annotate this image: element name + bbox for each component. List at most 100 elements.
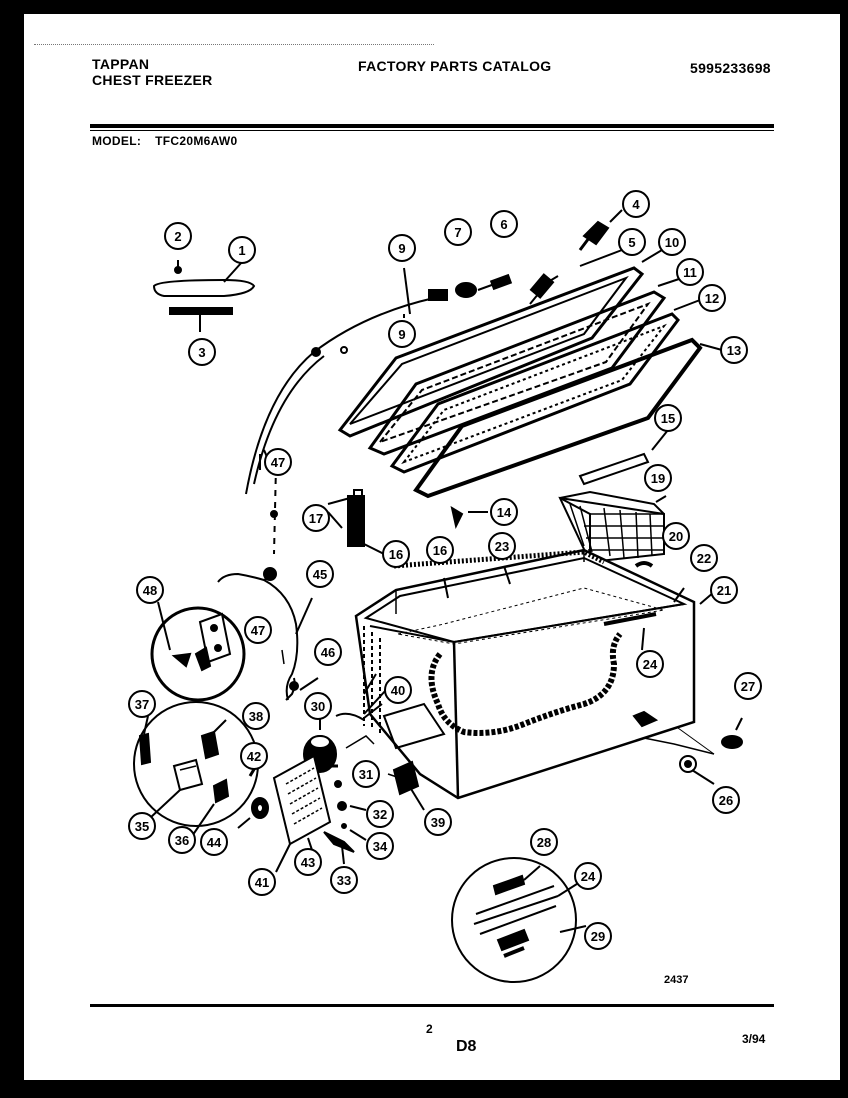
svg-text:10: 10 — [665, 235, 679, 250]
svg-text:30: 30 — [311, 699, 325, 714]
callout-27: 27 — [734, 672, 762, 700]
svg-text:39: 39 — [431, 815, 445, 830]
svg-text:22: 22 — [697, 551, 711, 566]
svg-text:36: 36 — [175, 833, 189, 848]
svg-text:24: 24 — [643, 657, 658, 672]
svg-text:32: 32 — [373, 807, 387, 822]
brand-block: TAPPAN CHEST FREEZER — [92, 56, 213, 88]
svg-text:47: 47 — [251, 623, 265, 638]
svg-text:2: 2 — [174, 229, 181, 244]
callout-2: 2 — [164, 222, 192, 250]
model-number: TFC20M6AW0 — [155, 134, 238, 148]
lid-panels — [337, 243, 723, 499]
callout-14: 14 — [490, 498, 518, 526]
svg-text:44: 44 — [207, 835, 222, 850]
thermostat-wiring — [217, 449, 319, 701]
callout-32: 32 — [366, 800, 394, 828]
svg-text:23: 23 — [495, 539, 509, 554]
lid-handle-part — [152, 260, 256, 332]
callout-5: 5 — [618, 228, 646, 256]
callout-47-top: 47 — [264, 448, 292, 476]
svg-text:3: 3 — [198, 345, 205, 360]
callout-26: 26 — [712, 786, 740, 814]
callout-48: 48 — [136, 576, 164, 604]
gasket-detail-inset — [451, 857, 587, 983]
svg-text:29: 29 — [591, 929, 605, 944]
svg-text:19: 19 — [651, 471, 665, 486]
svg-text:37: 37 — [135, 697, 149, 712]
svg-text:6: 6 — [500, 217, 507, 232]
svg-text:17: 17 — [309, 511, 323, 526]
breaker-strip-part — [578, 429, 669, 486]
footer-rule — [90, 1004, 774, 1007]
svg-text:42: 42 — [247, 749, 261, 764]
svg-text:45: 45 — [313, 567, 327, 582]
svg-text:5: 5 — [628, 235, 635, 250]
callout-28: 28 — [530, 828, 558, 856]
svg-text:13: 13 — [727, 343, 741, 358]
callout-4: 4 — [622, 190, 650, 218]
storage-basket — [558, 490, 667, 564]
svg-text:12: 12 — [705, 291, 719, 306]
callout-45: 45 — [306, 560, 334, 588]
callout-46: 46 — [314, 638, 342, 666]
callout-23: 23 — [488, 532, 516, 560]
callout-9-top: 9 — [388, 234, 416, 262]
svg-text:27: 27 — [741, 679, 755, 694]
thermostat-detail-inset — [150, 601, 246, 702]
svg-text:11: 11 — [683, 265, 697, 280]
callout-42: 42 — [240, 742, 268, 770]
svg-text:31: 31 — [359, 767, 373, 782]
svg-text:41: 41 — [255, 875, 269, 890]
callout-30: 30 — [304, 692, 332, 720]
svg-text:14: 14 — [497, 505, 512, 520]
svg-text:28: 28 — [537, 835, 551, 850]
revision-date: 3/94 — [742, 1032, 766, 1046]
callout-3: 3 — [188, 338, 216, 366]
svg-text:4: 4 — [632, 197, 640, 212]
svg-text:21: 21 — [717, 583, 731, 598]
svg-text:33: 33 — [337, 873, 351, 888]
callout-labels: 1 2 3 4 5 6 7 9 9 10 11 12 13 14 15 16 1… — [128, 190, 762, 950]
header-rule — [90, 124, 774, 128]
svg-text:24: 24 — [581, 869, 596, 884]
callout-44: 44 — [200, 828, 228, 856]
freezer-cabinet — [354, 548, 715, 800]
callout-1: 1 — [228, 236, 256, 264]
brand-name: TAPPAN — [92, 56, 150, 72]
product-name: CHEST FREEZER — [92, 72, 213, 88]
diagram-code: 2437 — [664, 974, 689, 986]
callout-31: 31 — [352, 760, 380, 788]
model-line: MODEL:TFC20M6AW0 — [92, 134, 238, 148]
callout-34: 34 — [366, 832, 394, 860]
callout-7: 7 — [444, 218, 472, 246]
callout-24-cabinet: 24 — [636, 650, 664, 678]
callout-16-cabinet: 16 — [426, 536, 454, 564]
callout-15: 15 — [654, 404, 682, 432]
callout-41: 41 — [248, 868, 276, 896]
svg-text:38: 38 — [249, 709, 263, 724]
callout-35: 35 — [128, 812, 156, 840]
callout-11: 11 — [676, 258, 704, 286]
callout-12: 12 — [698, 284, 726, 312]
svg-text:48: 48 — [143, 583, 157, 598]
svg-text:20: 20 — [669, 529, 683, 544]
svg-text:40: 40 — [391, 683, 405, 698]
header-rule-thin — [90, 130, 774, 131]
callout-37: 37 — [128, 690, 156, 718]
svg-text:26: 26 — [719, 793, 733, 808]
access-cover-panel — [272, 754, 332, 873]
svg-text:9: 9 — [398, 327, 405, 342]
callout-17: 17 — [302, 504, 330, 532]
callout-16-hinge: 16 — [382, 540, 410, 568]
svg-text:7: 7 — [454, 225, 461, 240]
grommet-part — [237, 797, 269, 829]
callout-43: 43 — [294, 848, 322, 876]
svg-text:16: 16 — [433, 543, 447, 558]
callout-39: 39 — [424, 808, 452, 836]
callout-24-inset: 24 — [574, 862, 602, 890]
callout-6: 6 — [490, 210, 518, 238]
scan-artifact-dots — [34, 44, 434, 45]
callout-36: 36 — [168, 826, 196, 854]
page-number: 2 — [426, 1022, 433, 1036]
